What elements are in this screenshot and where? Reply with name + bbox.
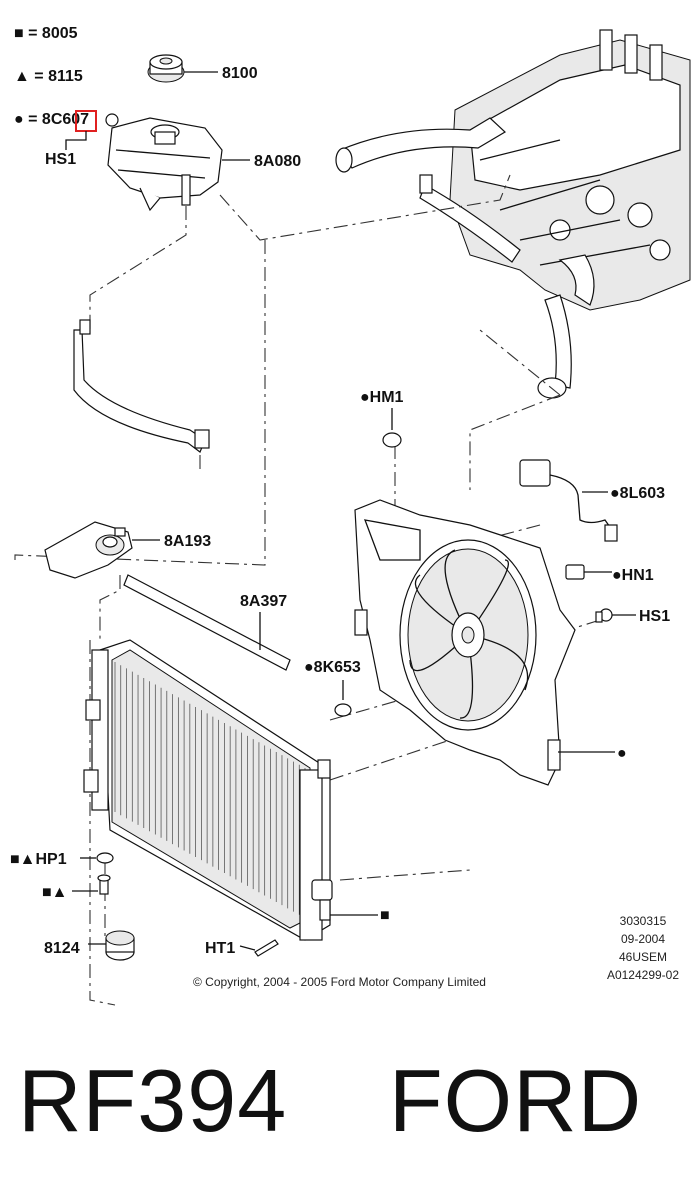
reference-line-2: 09-2004 — [621, 932, 665, 946]
reference-block: 3030315 09-2004 46USEM A0124299-02 — [607, 914, 679, 982]
ht1-and-bolt: HT1 ■ — [205, 907, 390, 957]
upper-hose — [335, 117, 521, 263]
legend-square-row: ■ = 8005 — [14, 25, 78, 42]
fan-shroud: ● — [354, 499, 627, 786]
callout-8A193: 8A193 — [164, 533, 211, 550]
engine-block — [449, 29, 691, 311]
callout-HT1: HT1 — [205, 940, 235, 957]
legend-circle-row: ● = 8C607 — [14, 111, 89, 128]
hs1-screw-right: HS1 — [595, 608, 670, 625]
callout-8K653: ●8K653 — [304, 659, 361, 676]
hn1-connector: ●HN1 — [565, 564, 654, 584]
callout-8A080: 8A080 — [254, 153, 301, 170]
callout-HM1: ●HM1 — [360, 389, 404, 406]
radiator — [83, 639, 333, 941]
callout-shroud: ● — [617, 745, 627, 762]
callout-HS1-top: HS1 — [45, 151, 76, 168]
legend: ■ = 8005 ▲ = 8115 ● = 8C607 — [14, 25, 97, 132]
copyright: © Copyright, 2004 - 2005 Ford Motor Comp… — [193, 975, 486, 989]
wiring-harness: ●8L603 — [519, 459, 665, 542]
legend-triangle-row: ▲ = 8115 — [14, 68, 83, 85]
reservoir-cap: 8100 — [147, 54, 258, 83]
clip-8K653: ●8K653 — [304, 659, 361, 717]
reference-line-4: A0124299-02 — [607, 968, 679, 982]
hm1-clip: ●HM1 — [360, 389, 404, 448]
callout-HS1-right: HS1 — [639, 608, 670, 625]
seal-8A397: 8A397 — [123, 574, 291, 671]
overflow-hose — [73, 319, 210, 453]
coolant-reservoir: 8A080 HS1 — [45, 113, 301, 212]
reference-line-1: 3030315 — [620, 914, 667, 928]
lower-hose — [537, 294, 572, 399]
callout-8100: 8100 — [222, 65, 258, 82]
callout-8124: 8124 — [44, 940, 80, 957]
lower-mounts: ■▲HP1 ■▲ 8124 — [10, 851, 135, 961]
callout-bolt: ■▲ — [42, 884, 68, 901]
reference-line-3: 46USEM — [619, 950, 667, 964]
part-title: RF394 FORD — [18, 1051, 643, 1150]
callout-8L603: ●8L603 — [610, 485, 665, 502]
callout-HP1: ■▲HP1 — [10, 851, 67, 868]
callout-radiator-bolt: ■ — [380, 907, 390, 924]
callout-8A397: 8A397 — [240, 593, 287, 610]
callout-HN1: ●HN1 — [612, 567, 654, 584]
bracket-8A193: 8A193 — [44, 521, 211, 579]
